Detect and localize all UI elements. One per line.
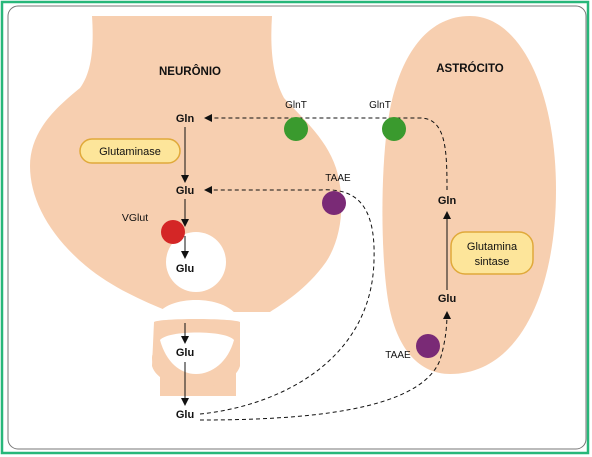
inner-panel-border — [7, 5, 587, 450]
glnt-neuron-transporter — [284, 117, 308, 141]
taae-astro-transporter — [416, 334, 440, 358]
neuron-body — [30, 16, 342, 312]
glnt-astro-transporter — [382, 117, 406, 141]
vesicle-glu-label: Glu — [176, 263, 194, 275]
dashed-gln-transfer — [204, 114, 448, 191]
glutaminase-label: Glutaminase — [99, 146, 161, 158]
glnt-neuron-label: GlnT — [285, 100, 307, 111]
taae-neuron-transporter — [322, 191, 346, 215]
vglut-label: VGlut — [122, 212, 148, 224]
vglut-transporter — [161, 220, 185, 244]
glutaminase-enzyme-box — [79, 138, 181, 164]
neuron-glu-label: Glu — [176, 185, 194, 197]
taae-astro-label: TAAE — [385, 350, 411, 361]
glutamina-sintase-label-line1: Glutamina — [467, 241, 518, 253]
astrocyte-gln-label: Gln — [438, 195, 457, 207]
glutamina-sintase-enzyme-box — [450, 231, 534, 275]
terminal-top-white — [156, 300, 238, 318]
astrocyte-title: ASTRÓCITO — [436, 62, 504, 75]
extracellular-glu-label: Glu — [176, 409, 194, 421]
glutamina-sintase-label-line2: sintase — [475, 256, 510, 268]
astrocyte-body — [382, 16, 556, 374]
vesicle — [166, 232, 226, 292]
neuron-title: NEURÔNIO — [159, 65, 221, 78]
dashed-glu-reuptake-neuron — [199, 186, 375, 415]
glnt-astro-label: GlnT — [369, 100, 391, 111]
neuron-gln-label: Gln — [176, 113, 195, 125]
terminal-cleft-white — [160, 332, 234, 374]
taae-neuron-label: TAAE — [325, 173, 351, 184]
astrocyte-glu-label: Glu — [438, 293, 456, 305]
terminal-glu-label: Glu — [176, 347, 194, 359]
dashed-glu-uptake-astro — [199, 311, 451, 421]
